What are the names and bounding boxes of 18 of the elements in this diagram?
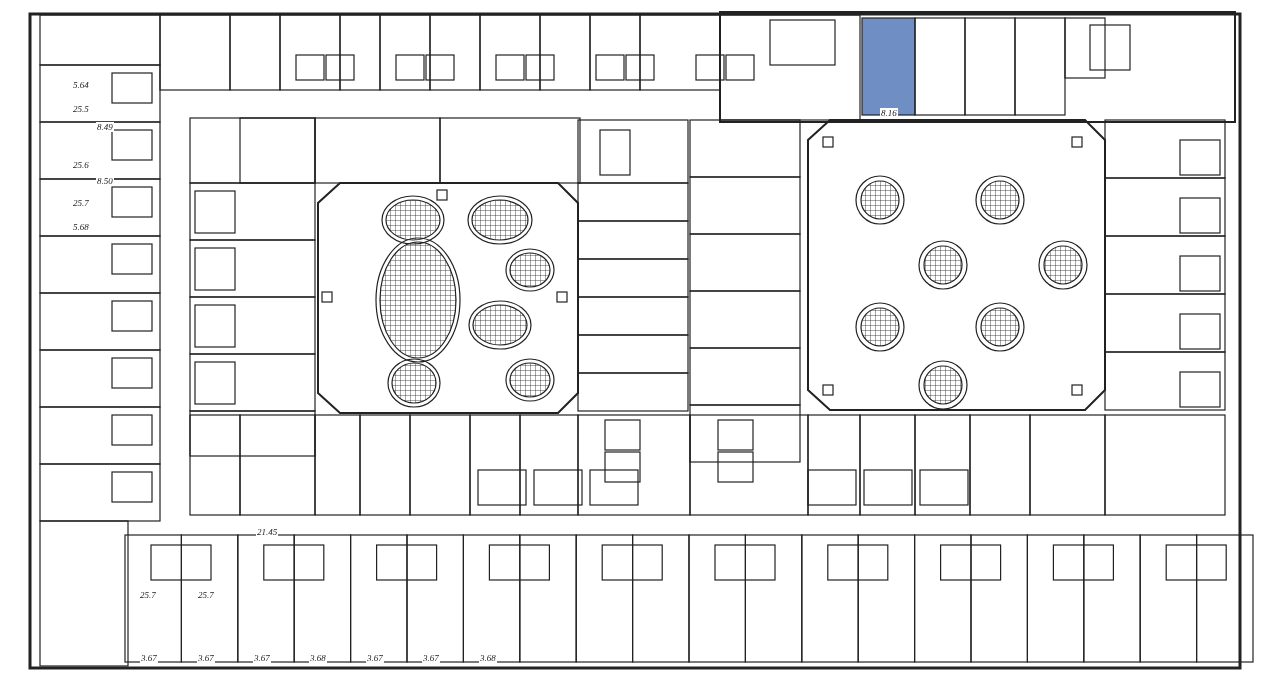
- area-label: 25.7: [139, 590, 157, 600]
- dimension-label: 8.49: [96, 122, 114, 132]
- dimension-label: 3.68: [479, 653, 497, 663]
- dimension-label: 3.67: [197, 653, 215, 663]
- area-label: 25.7: [197, 590, 215, 600]
- dimension-label: 3.68: [309, 653, 327, 663]
- dimension-label: 3.67: [422, 653, 440, 663]
- dimension-label: 8.16: [880, 108, 898, 118]
- dimension-label: 3.67: [253, 653, 271, 663]
- dimension-label: 8.50: [96, 176, 114, 186]
- dimension-label: 3.67: [366, 653, 384, 663]
- area-label: 25.6: [72, 160, 90, 170]
- dimension-label: 21.45: [256, 527, 279, 537]
- dimension-label: 3.67: [140, 653, 158, 663]
- area-label: 25.7: [72, 198, 90, 208]
- dimension-label: 5.64: [72, 80, 90, 90]
- dimension-label: 5.68: [72, 222, 90, 232]
- area-label: 25.5: [72, 104, 90, 114]
